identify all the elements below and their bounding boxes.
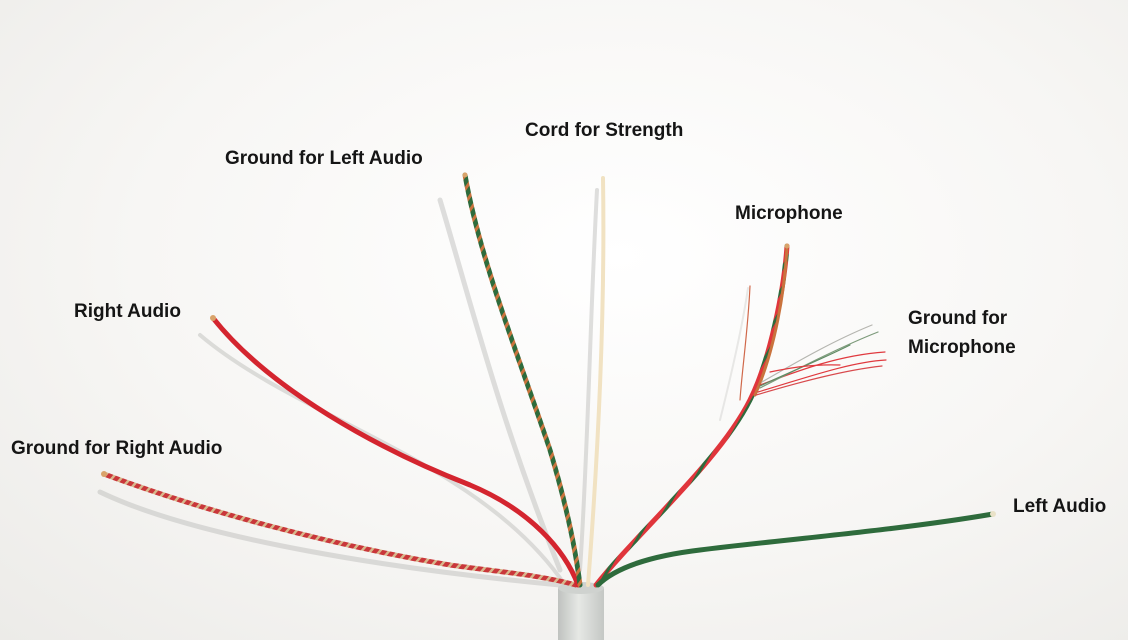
wires xyxy=(101,172,996,588)
frayed-ground-strands xyxy=(739,285,887,401)
label-right-audio: Right Audio xyxy=(74,301,181,322)
wire-right-audio xyxy=(210,315,581,588)
wire-ground-left-audio xyxy=(462,172,583,588)
label-cord-for-strength: Cord for Strength xyxy=(525,120,684,141)
label-ground-for-left-audio: Ground for Left Audio xyxy=(225,148,423,169)
label-ground-for-microphone-line1: Ground for xyxy=(908,308,1008,329)
label-microphone: Microphone xyxy=(735,203,843,224)
cable-jacket xyxy=(558,582,604,640)
wire-shadows xyxy=(97,188,749,588)
wire-tips xyxy=(101,172,996,517)
label-ground-for-microphone: Ground for Microphone xyxy=(908,304,1016,362)
label-left-audio: Left Audio xyxy=(1013,496,1107,517)
label-ground-for-microphone-line2: Microphone xyxy=(908,337,1016,358)
label-ground-for-right-audio: Ground for Right Audio xyxy=(11,438,223,459)
wire-ground-right-audio xyxy=(101,471,579,588)
wire-left-audio xyxy=(595,511,996,588)
wire-microphone xyxy=(593,243,790,588)
wire-strength-cord xyxy=(586,176,606,587)
wire-microphone-core xyxy=(753,244,789,397)
